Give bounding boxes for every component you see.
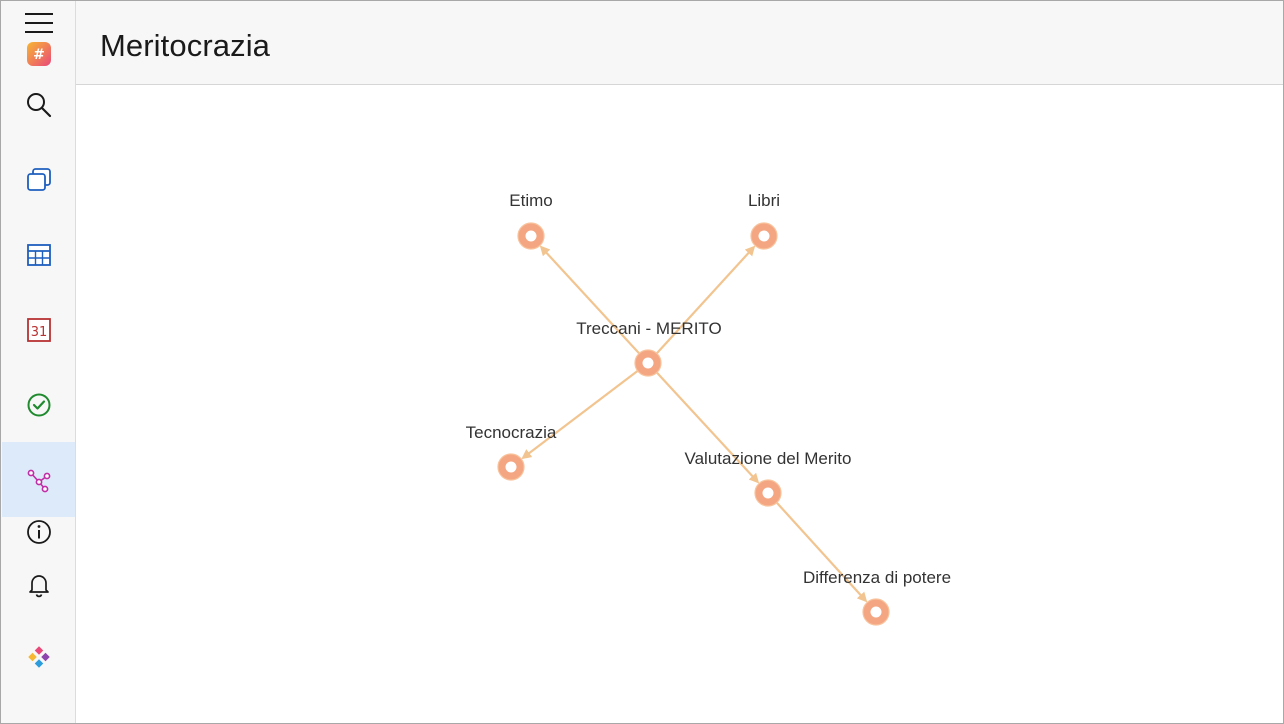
menu-button[interactable] [2, 1, 75, 45]
info-icon [26, 520, 51, 544]
tasks-button[interactable] [2, 375, 75, 435]
graph-edge-valutazione-differenza [775, 501, 868, 603]
page-header: Meritocrazia [76, 1, 1283, 85]
graph-node-label: Tecnocrazia [466, 423, 557, 442]
bell-icon [28, 575, 49, 598]
graph-node-center [505, 461, 517, 473]
graph-edge-treccani-tecnocrazia [521, 369, 639, 460]
search-button[interactable] [2, 75, 75, 135]
graph-node-etimo[interactable]: Etimo [509, 191, 553, 250]
graph-node-label: Differenza di potere [803, 568, 951, 587]
graph-node-center [758, 230, 770, 242]
graph-nodes-icon [27, 469, 50, 492]
graph-nodes: Treccani - MERITO Etimo LibriTecnocraziaVa… [466, 191, 951, 626]
graph-node-center [525, 230, 537, 242]
graph-edges [521, 245, 868, 603]
graph-button[interactable] [2, 442, 75, 517]
search-icon [26, 93, 51, 118]
graph-node-label: Valutazione del Merito [685, 449, 852, 468]
graph-node-differenza[interactable]: Differenza di potere [803, 568, 951, 626]
page-title: Meritocrazia [100, 28, 271, 63]
ai-assistant-button[interactable] [2, 629, 75, 689]
graph-node-valutazione[interactable]: Valutazione del Merito [685, 449, 852, 507]
graph-edge-treccani-etimo [539, 245, 641, 355]
graph-node-label: Treccani - MERITO [576, 319, 721, 338]
sparkle-diamonds-icon [27, 646, 50, 668]
svg-text:31: 31 [30, 325, 47, 340]
pages-button[interactable] [2, 150, 75, 210]
graph-node-label: Libri [748, 191, 780, 210]
graph-node-center [762, 487, 774, 499]
calendar-button[interactable]: 31 [2, 300, 75, 360]
app-logo: # [2, 39, 75, 69]
svg-text:#: # [33, 47, 45, 63]
graph-node-treccani[interactable]: Treccani - MERITO [576, 319, 722, 377]
app-logo-icon: # [26, 42, 51, 66]
graph-node-center [642, 357, 654, 369]
stacked-pages-icon [26, 168, 51, 191]
graph-node-label: Etimo [509, 191, 552, 210]
graph-node-tecnocrazia[interactable]: Tecnocrazia [466, 423, 557, 481]
table-button[interactable] [2, 225, 75, 285]
info-button[interactable] [2, 517, 75, 547]
calendar-icon: 31 [26, 318, 51, 342]
table-icon [26, 244, 51, 266]
graph-edge-treccani-libri [655, 245, 756, 355]
graph-edge-treccani-valutazione [656, 371, 760, 484]
graph-node-center [870, 606, 882, 618]
graph-node-libri[interactable]: Libri [748, 191, 780, 250]
notifications-button[interactable] [2, 555, 75, 615]
hamburger-menu-icon [24, 13, 53, 33]
check-circle-icon [27, 393, 50, 417]
graph-view[interactable]: Treccani - MERITO Etimo LibriTecnocraziaVa… [76, 85, 1283, 723]
sidebar: # 31 [1, 1, 76, 723]
